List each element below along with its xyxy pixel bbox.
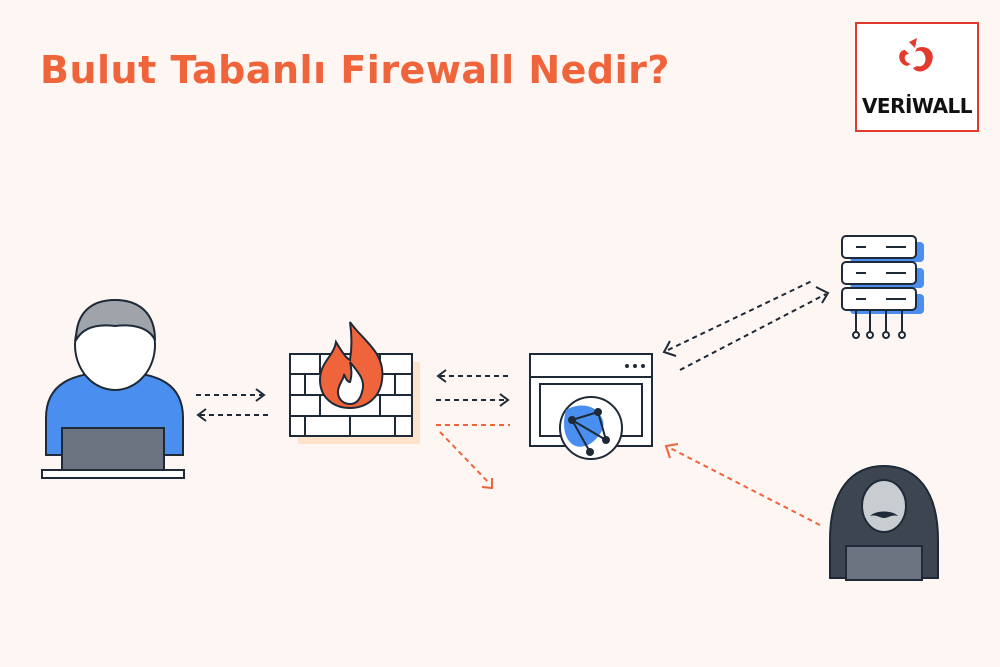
firewall-browser-arrows: [436, 369, 510, 490]
logo-text: VERİWALL: [861, 94, 973, 118]
page-title: Bulut Tabanlı Firewall Nedir?: [40, 48, 670, 92]
browser-server-arrows: [662, 279, 830, 371]
server-stack-icon: [841, 235, 924, 339]
user-firewall-arrows: [196, 388, 268, 422]
hacker-icon: [829, 464, 939, 581]
browser-globe-icon: [529, 353, 653, 460]
logo-mark-icon: [899, 38, 933, 72]
firewall-icon: [289, 321, 420, 444]
veriwall-logo: VERİWALL: [855, 22, 979, 132]
user-laptop-icon: [41, 298, 185, 479]
hacker-attack-arrow: [664, 443, 821, 526]
